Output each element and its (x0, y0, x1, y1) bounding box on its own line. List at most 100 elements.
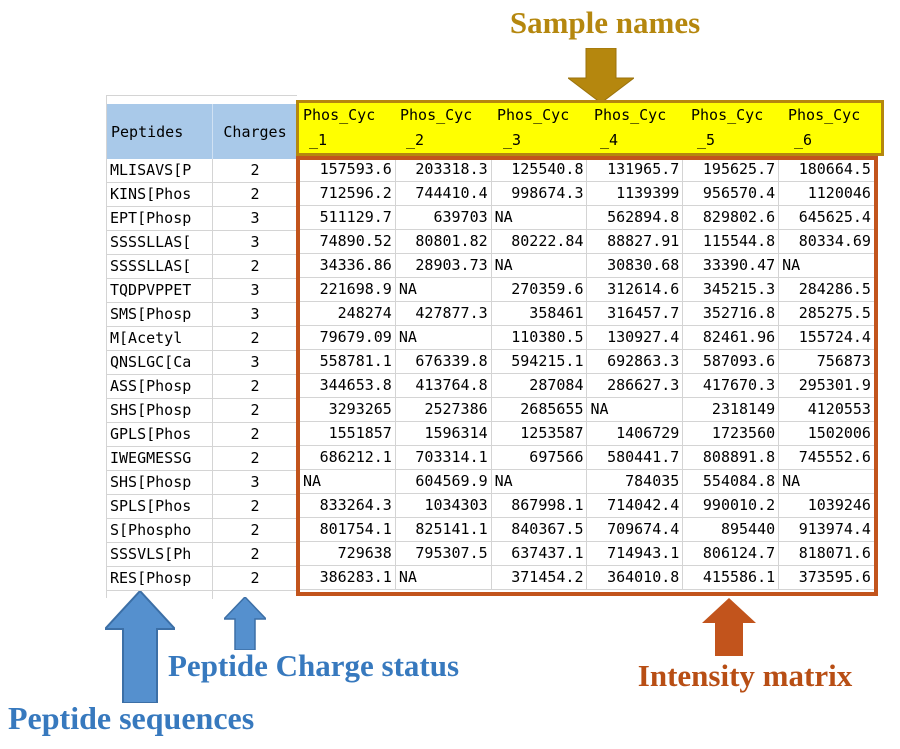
intensity-value-cell[interactable]: 594215.1 (492, 350, 588, 373)
intensity-value-cell[interactable]: 1596314 (396, 422, 492, 445)
charge-cell[interactable]: 3 (250, 209, 260, 227)
charge-cell[interactable]: 2 (250, 257, 260, 275)
peptide-cell[interactable]: GPLS[Phos (107, 423, 213, 446)
intensity-value-cell[interactable]: 373595.6 (798, 568, 871, 586)
intensity-value-cell[interactable]: NA (492, 254, 588, 277)
intensity-value-cell[interactable]: 1034303 (396, 494, 492, 517)
sample-column-header[interactable]: Phos_Cyc_1 (299, 103, 396, 153)
intensity-value-cell[interactable]: 714943.1 (587, 542, 684, 565)
intensity-value-cell[interactable]: 956570.4 (683, 182, 780, 205)
intensity-value-cell[interactable]: 1551857 (300, 422, 396, 445)
intensity-value-cell[interactable]: 364010.8 (587, 566, 684, 589)
charge-cell[interactable]: 3 (250, 233, 260, 251)
intensity-value-cell[interactable]: 3293265 (300, 398, 396, 421)
intensity-value-cell[interactable]: NA (300, 470, 396, 493)
intensity-value-cell[interactable]: 645625.4 (798, 208, 871, 226)
intensity-value-cell[interactable]: 829802.6 (683, 206, 780, 229)
intensity-value-cell[interactable]: 686212.1 (300, 446, 396, 469)
intensity-value-cell[interactable]: 1502006 (807, 424, 871, 442)
intensity-value-cell[interactable]: 745552.6 (798, 448, 871, 466)
intensity-value-cell[interactable]: 427877.3 (396, 302, 492, 325)
intensity-value-cell[interactable]: 30830.68 (587, 254, 684, 277)
peptide-cell[interactable]: SSSSLLAS[ (107, 255, 213, 278)
intensity-value-cell[interactable]: 130927.4 (587, 326, 684, 349)
intensity-value-cell[interactable]: 285275.5 (798, 304, 871, 322)
intensity-value-cell[interactable]: 511129.7 (300, 206, 396, 229)
charge-cell[interactable]: 2 (250, 497, 260, 515)
intensity-value-cell[interactable]: 131965.7 (587, 158, 684, 181)
intensity-value-cell[interactable]: 33390.47 (683, 254, 780, 277)
intensity-value-cell[interactable]: 692863.3 (587, 350, 684, 373)
intensity-value-cell[interactable]: 74890.52 (300, 230, 396, 253)
intensity-value-cell[interactable]: 270359.6 (492, 278, 588, 301)
intensity-value-cell[interactable]: NA (492, 470, 588, 493)
intensity-value-cell[interactable]: 714042.4 (587, 494, 684, 517)
intensity-value-cell[interactable]: 795307.5 (396, 542, 492, 565)
intensity-value-cell[interactable]: 28903.73 (396, 254, 492, 277)
charge-cell[interactable]: 2 (250, 425, 260, 443)
intensity-value-cell[interactable]: 818071.6 (798, 544, 871, 562)
intensity-value-cell[interactable]: 248274 (300, 302, 396, 325)
intensity-value-cell[interactable]: 2527386 (396, 398, 492, 421)
peptide-cell[interactable]: SHS[Phosp (107, 471, 213, 494)
intensity-value-cell[interactable]: 80334.69 (798, 232, 871, 250)
intensity-value-cell[interactable]: 358461 (492, 302, 588, 325)
charge-cell[interactable]: 2 (250, 569, 260, 587)
charge-cell[interactable]: 3 (250, 473, 260, 491)
sample-column-header[interactable]: Phos_Cyc_5 (687, 103, 784, 153)
intensity-value-cell[interactable]: 990010.2 (683, 494, 780, 517)
intensity-value-cell[interactable]: 386283.1 (300, 566, 396, 589)
intensity-value-cell[interactable]: 1120046 (807, 184, 871, 202)
intensity-value-cell[interactable]: 284286.5 (798, 280, 871, 298)
charge-cell[interactable]: 3 (250, 353, 260, 371)
peptide-cell[interactable]: SHS[Phosp (107, 399, 213, 422)
intensity-value-cell[interactable]: 587093.6 (683, 350, 780, 373)
intensity-value-cell[interactable]: 867998.1 (492, 494, 588, 517)
intensity-value-cell[interactable]: 82461.96 (683, 326, 780, 349)
intensity-value-cell[interactable]: NA (587, 398, 684, 421)
intensity-value-cell[interactable]: 155724.4 (798, 328, 871, 346)
intensity-value-cell[interactable]: 676339.8 (396, 350, 492, 373)
peptide-cell[interactable]: SSSSLLAS[ (107, 231, 213, 254)
charges-column-header[interactable]: Charges (223, 122, 287, 141)
intensity-value-cell[interactable]: 558781.1 (300, 350, 396, 373)
intensity-value-cell[interactable]: NA (492, 206, 588, 229)
intensity-value-cell[interactable]: 562894.8 (587, 206, 684, 229)
intensity-value-cell[interactable]: NA (782, 472, 801, 490)
charge-cell[interactable]: 2 (250, 185, 260, 203)
intensity-value-cell[interactable]: NA (396, 566, 492, 589)
intensity-value-cell[interactable]: 1406729 (587, 422, 684, 445)
charge-cell[interactable]: 2 (250, 161, 260, 179)
intensity-value-cell[interactable]: 913974.4 (798, 520, 871, 538)
charge-cell[interactable]: 2 (250, 545, 260, 563)
intensity-value-cell[interactable]: 801754.1 (300, 518, 396, 541)
sample-column-header[interactable]: Phos_Cyc_6 (784, 103, 881, 153)
intensity-value-cell[interactable]: 312614.6 (587, 278, 684, 301)
charge-cell[interactable]: 2 (250, 401, 260, 419)
peptide-cell[interactable]: RES[Phosp (107, 567, 213, 590)
intensity-value-cell[interactable]: 180664.5 (798, 160, 871, 178)
intensity-value-cell[interactable]: 79679.09 (300, 326, 396, 349)
peptide-cell[interactable]: S[Phospho (107, 519, 213, 542)
intensity-value-cell[interactable]: 4120553 (807, 400, 871, 418)
peptide-cell[interactable]: SSSVLS[Ph (107, 543, 213, 566)
intensity-value-cell[interactable]: 1039246 (807, 496, 871, 514)
intensity-value-cell[interactable]: 604569.9 (396, 470, 492, 493)
intensity-value-cell[interactable]: 110380.5 (492, 326, 588, 349)
intensity-value-cell[interactable]: 415586.1 (683, 566, 780, 589)
charge-cell[interactable]: 2 (250, 521, 260, 539)
intensity-value-cell[interactable]: 286627.3 (587, 374, 684, 397)
intensity-value-cell[interactable]: 88827.91 (587, 230, 684, 253)
peptide-cell[interactable]: MLISAVS[P (107, 159, 213, 182)
peptide-cell[interactable]: SMS[Phosp (107, 303, 213, 326)
charge-cell[interactable]: 3 (250, 305, 260, 323)
intensity-value-cell[interactable]: 709674.4 (587, 518, 684, 541)
intensity-value-cell[interactable]: 344653.8 (300, 374, 396, 397)
intensity-value-cell[interactable]: 2318149 (683, 398, 780, 421)
intensity-value-cell[interactable]: 639703 (396, 206, 492, 229)
intensity-value-cell[interactable]: 316457.7 (587, 302, 684, 325)
intensity-value-cell[interactable]: NA (396, 278, 492, 301)
intensity-value-cell[interactable]: 417670.3 (683, 374, 780, 397)
intensity-value-cell[interactable]: 34336.86 (300, 254, 396, 277)
intensity-value-cell[interactable]: 287084 (492, 374, 588, 397)
